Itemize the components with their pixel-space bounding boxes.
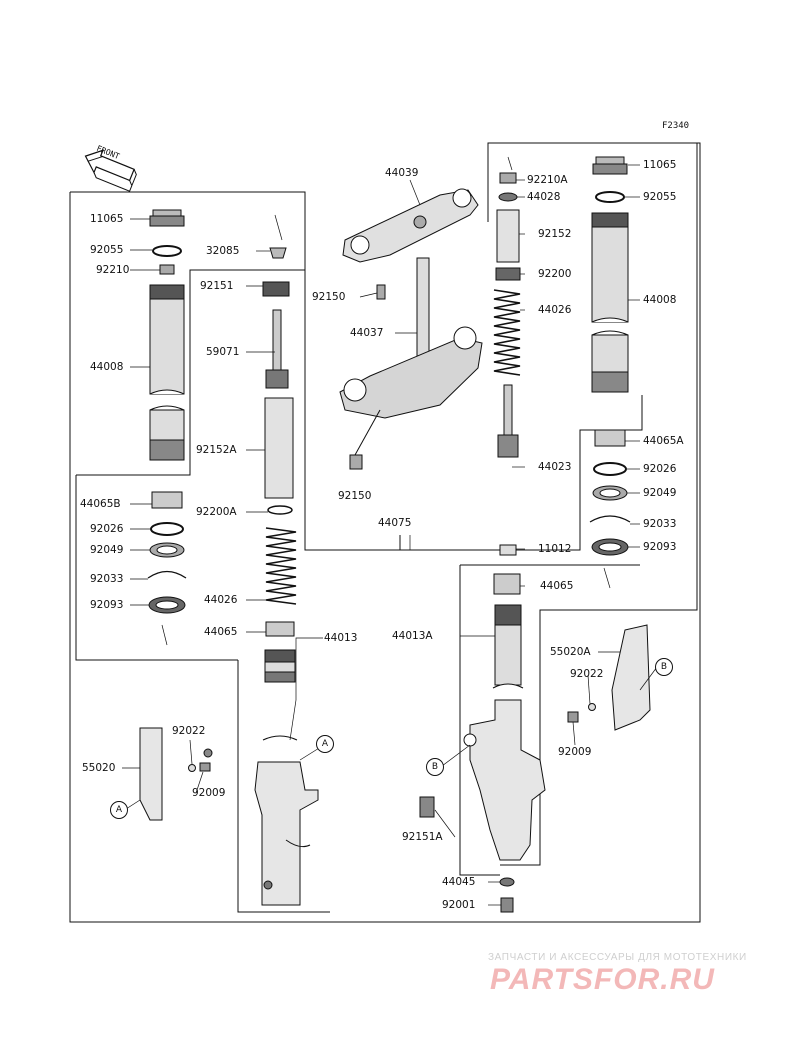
label-92009-right: 92009 (558, 746, 592, 758)
label-92093: 92093 (90, 599, 124, 611)
label-92055: 92055 (90, 244, 124, 256)
label-92026: 92026 (90, 523, 124, 535)
label-44023: 44023 (538, 461, 572, 473)
front-arrow (84, 149, 137, 192)
label-44013a: 44013A (392, 630, 433, 642)
label-92152: 92152 (538, 228, 572, 240)
diagram-code: F2340 (662, 121, 690, 131)
label-44065b: 44065B (80, 498, 121, 510)
label-44065-left: 44065 (204, 626, 238, 638)
label-92049-right: 92049 (643, 487, 677, 499)
label-92151: 92151 (200, 280, 234, 292)
label-92033: 92033 (90, 573, 124, 585)
label-92009: 92009 (192, 787, 226, 799)
label-92150-lower: 92150 (338, 490, 372, 502)
label-92022: 92022 (172, 725, 206, 737)
callout-a-lower: A (110, 801, 128, 819)
label-44013: 44013 (324, 632, 358, 644)
label-92001: 92001 (442, 899, 476, 911)
label-44075: 44075 (378, 517, 412, 529)
label-92200a: 92200A (196, 506, 237, 518)
label-92093-right: 92093 (643, 541, 677, 553)
watermark-logo: PARTSFOR.RU (490, 963, 715, 996)
label-44008: 44008 (90, 361, 124, 373)
label-44026-right: 44026 (538, 304, 572, 316)
label-11065: 11065 (90, 213, 124, 225)
label-44037: 44037 (350, 327, 384, 339)
label-44045: 44045 (442, 876, 476, 888)
label-44065a: 44065A (643, 435, 684, 447)
label-92026-right: 92026 (643, 463, 677, 475)
callout-b-right: B (655, 658, 673, 676)
label-92210a: 92210A (527, 174, 568, 186)
label-92150-upper: 92150 (312, 291, 346, 303)
label-92151a: 92151A (402, 831, 443, 843)
label-92210: 92210 (96, 264, 130, 276)
label-92152a: 92152A (196, 444, 237, 456)
label-11065-right: 11065 (643, 159, 677, 171)
label-44039: 44039 (385, 167, 419, 179)
callout-a-upper: A (316, 735, 334, 753)
label-92033-right: 92033 (643, 518, 677, 530)
callout-b-left: B (426, 758, 444, 776)
label-92049: 92049 (90, 544, 124, 556)
label-92055-right: 92055 (643, 191, 677, 203)
label-44026-left: 44026 (204, 594, 238, 606)
watermark-tagline: ЗАПЧАСТИ И АКСЕССУАРЫ ДЛЯ МОТОТЕХНИКИ (488, 952, 747, 963)
label-59071: 59071 (206, 346, 240, 358)
label-92022-right: 92022 (570, 668, 604, 680)
label-44028: 44028 (527, 191, 561, 203)
inner-box-left (76, 269, 305, 476)
label-11012: 11012 (538, 543, 572, 555)
label-55020a: 55020A (550, 646, 591, 658)
label-44065-right: 44065 (540, 580, 574, 592)
label-32085: 32085 (206, 245, 240, 257)
label-55020: 55020 (82, 762, 116, 774)
label-44008-right: 44008 (643, 294, 677, 306)
label-92200: 92200 (538, 268, 572, 280)
